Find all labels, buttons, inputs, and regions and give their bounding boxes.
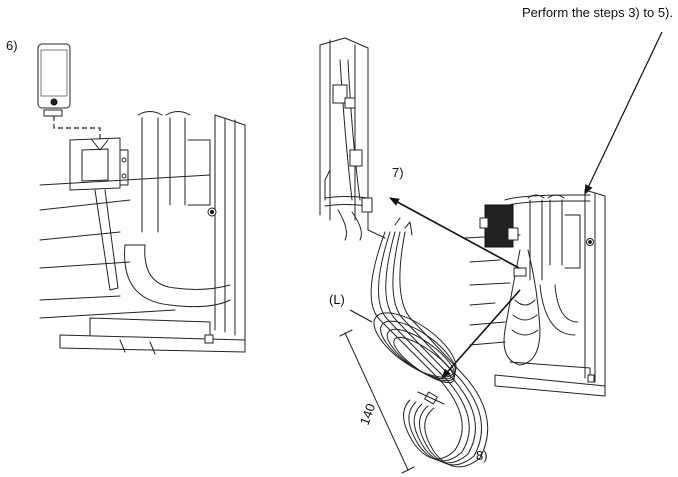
pointer-arrow-to-step7 [389, 197, 520, 269]
step-6-label: 6) [6, 38, 18, 53]
pointer-arrow-to-step8 [441, 289, 521, 379]
leader-line-note [584, 31, 663, 195]
indoor-unit-right [464, 189, 606, 397]
dimension-line [339, 329, 415, 474]
insert-arrow [91, 139, 109, 151]
dimension-value-140: 140 [357, 402, 379, 428]
step-7-label: 7) [392, 165, 404, 180]
note-perform-steps: Perform the steps 3) to 5). [522, 5, 673, 20]
step-8-label: 8) [476, 448, 488, 463]
leader-line-coil-label [349, 309, 373, 323]
smartphone-device [37, 43, 71, 117]
insert-path-dashed [53, 116, 101, 142]
wire-clamp-detail [319, 37, 386, 241]
coil-label-l: (L) [329, 292, 345, 307]
indoor-unit-left [39, 111, 246, 355]
cable-coil [370, 217, 489, 468]
